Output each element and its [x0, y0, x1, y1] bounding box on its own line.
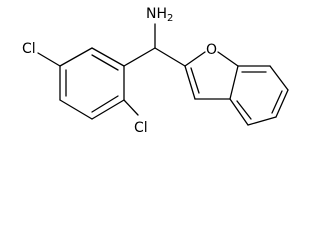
double-bond-inner: [236, 100, 252, 120]
double-bond-inner: [91, 95, 119, 113]
bond: [59, 47, 93, 67]
double-bond-inner: [91, 54, 119, 71]
structural-formula: NH2 Cl Cl O: [22, 6, 289, 136]
double-bond-inner: [190, 67, 200, 94]
bond: [184, 65, 196, 100]
bond: [217, 51, 239, 67]
amine-symbol: NH: [146, 6, 167, 22]
bond-to-chlorine-left: [37, 52, 61, 67]
bond: [229, 98, 249, 126]
amine-label: NH2: [146, 6, 173, 24]
bond: [229, 65, 239, 100]
bond-ring-to-methine: [123, 47, 156, 67]
bond: [184, 51, 206, 67]
bond: [91, 47, 125, 67]
chlorine-bottom-label: Cl: [134, 120, 148, 136]
bond: [247, 116, 277, 126]
bond-methine-to-furan: [154, 47, 186, 67]
oxygen-label: O: [206, 42, 217, 58]
furan-ring: [184, 51, 239, 100]
double-bond-inner: [271, 90, 283, 114]
bond: [269, 65, 289, 91]
chlorine-left-label: Cl: [22, 41, 36, 57]
bond: [275, 89, 289, 118]
benzo-ring: [229, 65, 289, 126]
bond-to-chlorine-bottom: [123, 99, 139, 116]
bond: [59, 99, 93, 120]
bond: [91, 99, 125, 120]
dichlorophenyl-ring: [59, 47, 125, 120]
amine-subscript: 2: [167, 13, 173, 24]
